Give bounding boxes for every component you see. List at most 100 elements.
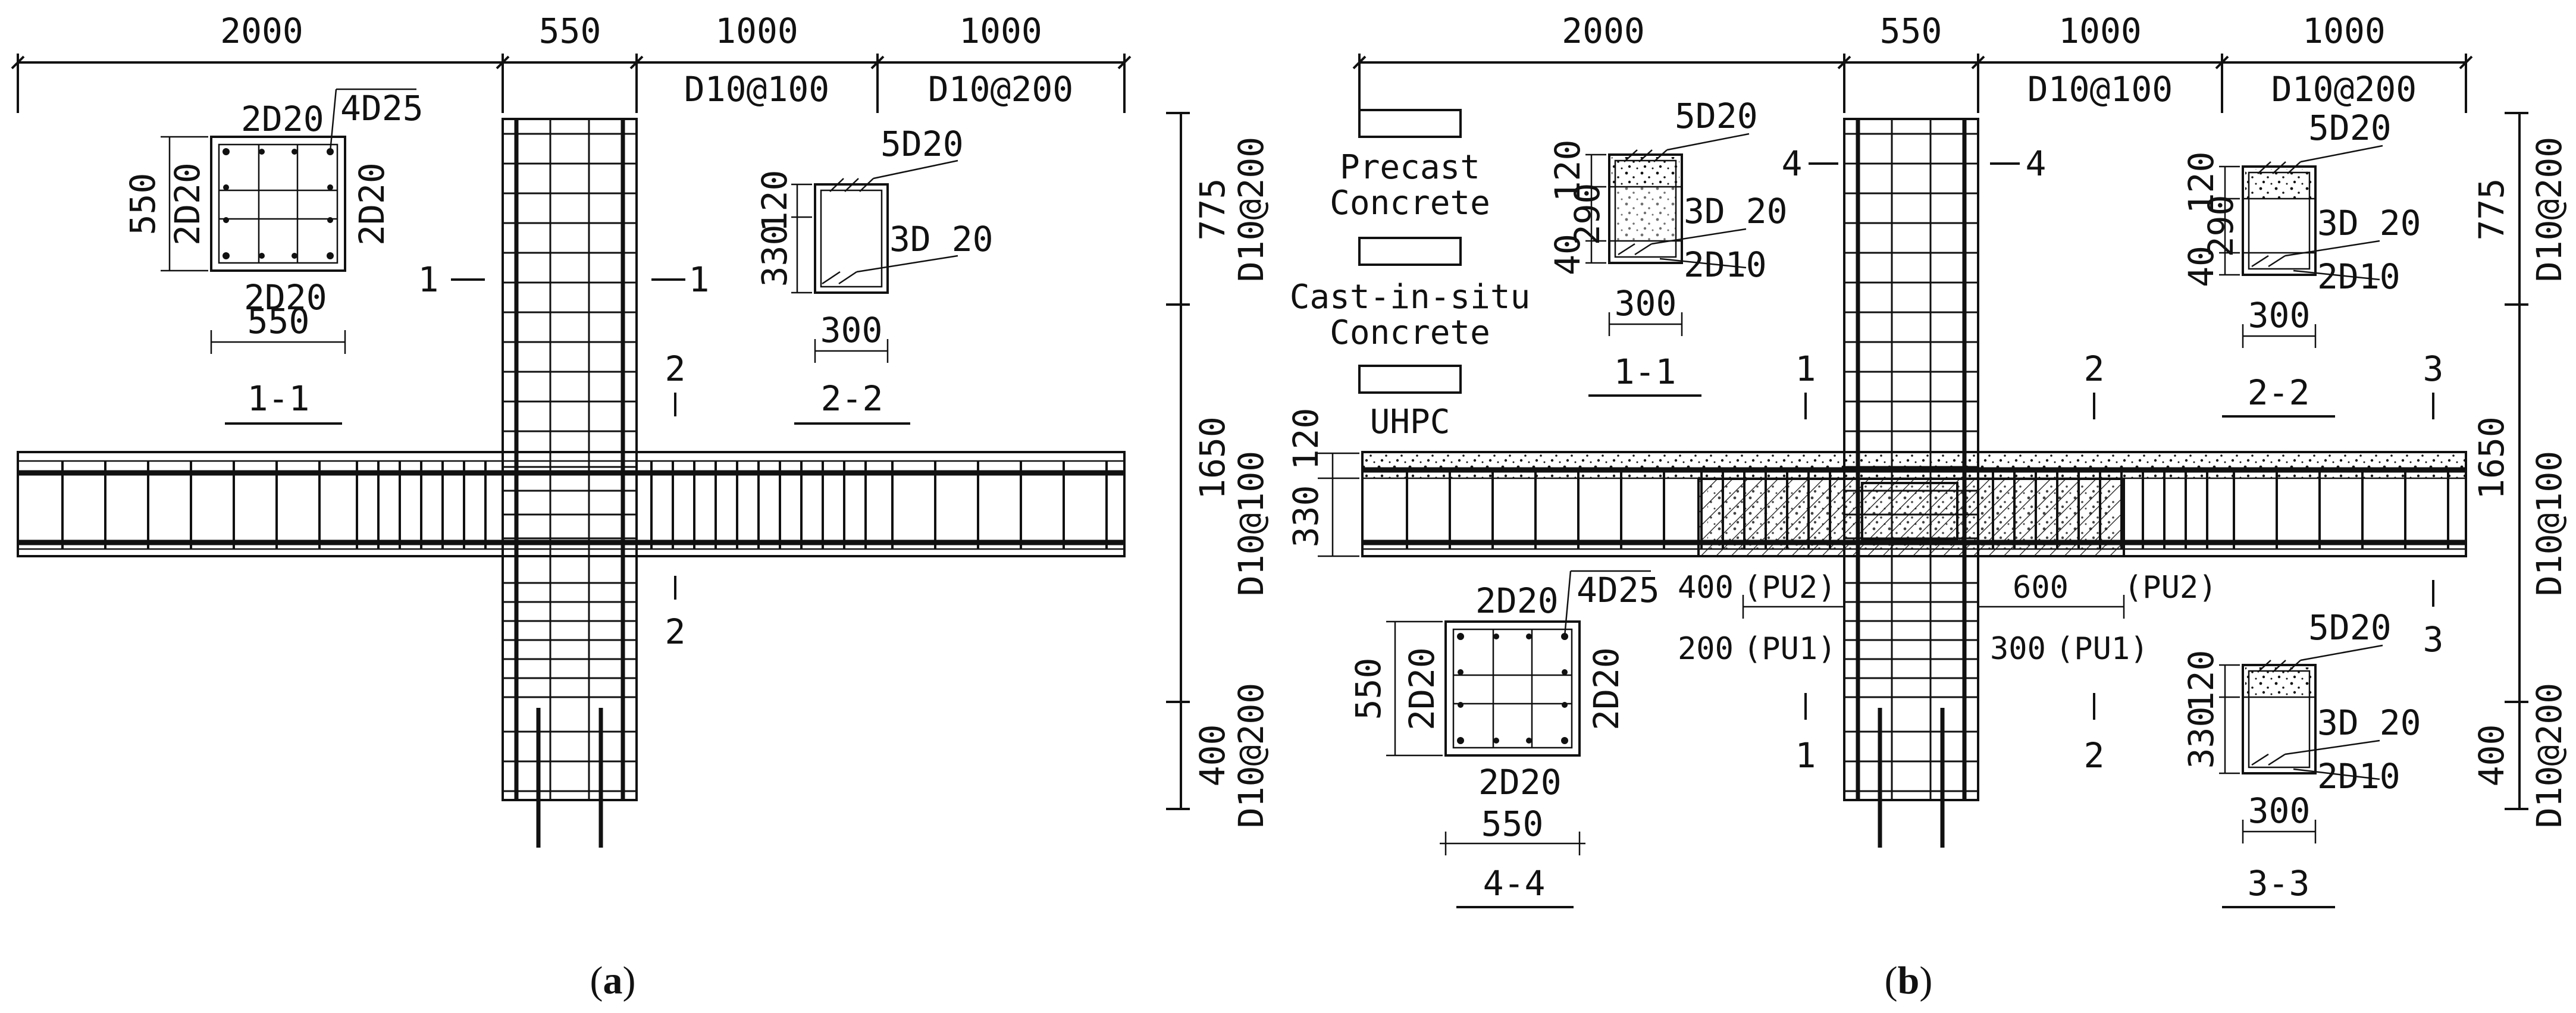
joint-length-dims xyxy=(1742,595,2125,619)
dim-2000: 2000 xyxy=(220,11,303,51)
panel-b: 2000 550 1000 1000 D10@100 D10@200 775 1… xyxy=(1286,11,2569,1002)
sec-b-4-4-name: 4-4 xyxy=(1483,863,1546,904)
beam-stirrups-b xyxy=(1406,470,2449,549)
cut-markers xyxy=(451,278,685,600)
spacing-d10-200-b: D10@200 xyxy=(2271,69,2417,109)
dim-1650-b: 1650 xyxy=(2471,416,2512,500)
beam-stirrups xyxy=(61,461,1108,549)
sec-b-2-2-name: 2-2 xyxy=(2248,372,2310,413)
legend-precast-2: Concrete xyxy=(1330,184,1490,222)
section-2-2 xyxy=(791,159,958,425)
right-dimension-line-b xyxy=(2505,112,2528,810)
sec-b-2-2-d1: 120 xyxy=(2181,152,2221,214)
cut-b-1-bottom: 1 xyxy=(1795,735,1816,776)
dim-775-b: 775 xyxy=(2471,178,2512,241)
sec-b-1-1-d2: 290 xyxy=(1567,183,1607,246)
cut-label-1-right: 1 xyxy=(689,259,710,300)
section-4-4-b xyxy=(1386,570,1651,908)
dim-1000-right: 1000 xyxy=(959,11,1042,51)
caption-b-letter: b xyxy=(1898,959,1920,1002)
cut-b-3-top: 3 xyxy=(2423,349,2444,389)
legend-swatch-precast xyxy=(1358,109,1462,138)
spacing-d10-100: D10@100 xyxy=(684,69,829,109)
sec-1-1-name: 1-1 xyxy=(247,378,310,419)
spacing-right-bottom-b: D10@200 xyxy=(2529,683,2569,828)
sec-b-3-3-width: 300 xyxy=(2248,791,2311,831)
beam-dim-330: 330 xyxy=(1286,485,1326,548)
dim-1650: 1650 xyxy=(1192,416,1233,500)
cut-b-4-left: 4 xyxy=(1782,143,1803,184)
legend-precast-1: Precast xyxy=(1340,148,1480,187)
dim-1000-left: 1000 xyxy=(715,11,798,51)
sec-b-4-4-left: 2D20 xyxy=(1402,647,1442,730)
sec-b-4-4-right: 2D20 xyxy=(1586,647,1627,730)
caption-b: (b) xyxy=(1885,959,1933,1002)
sec-b-3-3-d2: 330 xyxy=(2181,707,2221,769)
sec-1-1-top-label: 2D20 xyxy=(241,99,324,139)
sec-b-2-2-width: 300 xyxy=(2248,295,2311,335)
cut-markers-b xyxy=(1804,162,2434,720)
dim-550-b: 550 xyxy=(1880,11,1942,51)
sec-b-4-4-top: 2D20 xyxy=(1475,581,1559,621)
sec-b-1-1-width: 300 xyxy=(1615,283,1677,324)
cut-label-2-top: 2 xyxy=(665,349,686,389)
caption-a-letter: a xyxy=(603,959,623,1002)
spacing-d10-100-b: D10@100 xyxy=(2027,69,2173,109)
legend-cast-2: Concrete xyxy=(1330,313,1490,352)
spacing-right-mid: D10@100 xyxy=(1231,451,1271,596)
sec-b-3-3-mid: 3D 20 xyxy=(2317,702,2421,743)
sec-b-2-2-mid: 3D 20 xyxy=(2317,203,2421,243)
sec-b-1-1-d1: 120 xyxy=(1547,140,1588,202)
sec-b-2-2-d3: 40 xyxy=(2181,246,2221,287)
legend-swatch-uhpc xyxy=(1358,365,1462,394)
sec-2-2-bottom-label: 3D 20 xyxy=(889,219,994,259)
sec-b-1-1-bottom: 2D10 xyxy=(1684,244,1767,285)
beam-dim-120: 120 xyxy=(1286,408,1326,471)
joint-right-300: 300 xyxy=(1990,631,2046,667)
sec-1-1-bottom-label: 2D20 xyxy=(244,277,327,318)
sec-b-1-1-mid: 3D 20 xyxy=(1684,191,1788,231)
spacing-right-top-b: D10@200 xyxy=(2529,137,2569,282)
sec-b-1-1-d3: 40 xyxy=(1547,234,1588,275)
panel-a: 2000 550 1000 1000 D10@100 D10@200 775 1… xyxy=(11,11,1271,1002)
cut-label-2-bottom: 2 xyxy=(665,611,686,652)
right-dimension-line xyxy=(1166,112,1190,810)
sec-b-2-2-top: 5D20 xyxy=(2308,108,2392,148)
dim-2000-b: 2000 xyxy=(1562,11,1645,51)
sec-2-2-d2: 330 xyxy=(754,225,795,287)
legend-swatch-cast-in-situ xyxy=(1358,237,1462,266)
beam-elevation xyxy=(17,451,1126,557)
spacing-d10-200: D10@200 xyxy=(928,69,1073,109)
sec-2-2-d1: 120 xyxy=(754,170,795,233)
cut-label-1-left: 1 xyxy=(418,259,439,300)
sec-2-2-top-label: 5D20 xyxy=(880,124,964,164)
sec-b-4-4-width: 550 xyxy=(1481,804,1544,844)
joint-left-200: 200 xyxy=(1678,631,1734,667)
sec-b-2-2-bottom: 2D10 xyxy=(2317,256,2400,297)
sec-2-2-width: 300 xyxy=(820,310,883,350)
cut-b-2-bottom: 2 xyxy=(2084,735,2105,776)
spacing-right-bottom: D10@200 xyxy=(1231,683,1271,828)
cut-b-4-right: 4 xyxy=(2026,143,2047,184)
cut-b-2-top: 2 xyxy=(2084,349,2105,389)
sec-b-3-3-d1: 120 xyxy=(2181,650,2221,713)
dim-550: 550 xyxy=(539,11,601,51)
sec-b-4-4-bottom: 2D20 xyxy=(1478,762,1562,802)
sec-2-2-name: 2-2 xyxy=(821,378,883,419)
column-stirrups xyxy=(503,133,637,792)
cast-in-situ-topping xyxy=(1362,453,2466,478)
section-2-2-b xyxy=(2219,145,2383,418)
joint-right-pu2: (PU2) xyxy=(2124,570,2217,606)
column-elevation xyxy=(502,118,638,848)
joint-left-pu1: (PU1) xyxy=(1743,631,1837,667)
joint-right-pu1: (PU1) xyxy=(2055,631,2149,667)
caption-a: (a) xyxy=(590,959,636,1002)
dim-400-b: 400 xyxy=(2471,725,2512,787)
sec-b-4-4-corner: 4D25 xyxy=(1577,570,1660,610)
top-dimension-line xyxy=(11,54,1132,113)
sec-1-1-height: 550 xyxy=(123,173,163,236)
sec-b-3-3-name: 3-3 xyxy=(2248,863,2310,904)
sec-1-1-corner-label: 4D25 xyxy=(340,88,424,128)
joint-left-400: 400 xyxy=(1678,570,1734,606)
